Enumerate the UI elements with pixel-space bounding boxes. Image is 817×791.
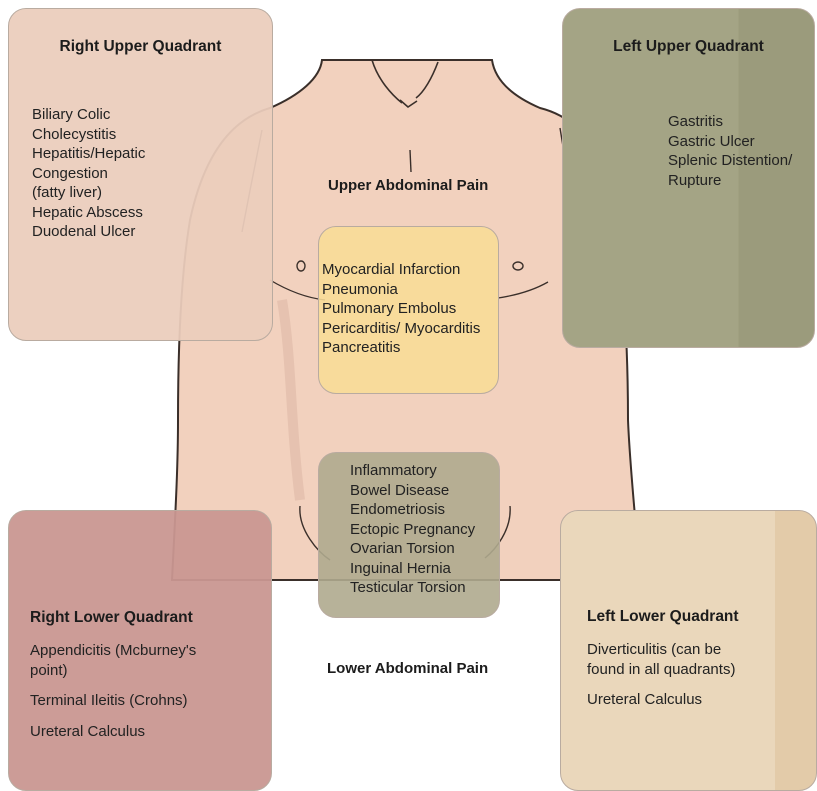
right-upper-quadrant-box: Right Upper Quadrant Biliary Colic Chole… [8,8,273,341]
list-item: Appendicitis (Mcburney's point) [30,641,196,680]
list-item: Pericarditis/ Myocarditis [322,319,480,339]
right-lower-quadrant-title: Right Lower Quadrant [30,609,193,627]
left-upper-quadrant-title: Left Upper Quadrant [563,38,814,56]
list-item: Endometriosis [350,500,475,520]
list-item: Gastritis [668,112,792,132]
list-item: Cholecystitis [32,125,145,145]
list-item: Diverticulitis (can be found in all quad… [587,640,735,679]
list-item: Ectopic Pregnancy [350,520,475,540]
upper-abdominal-pain-label: Upper Abdominal Pain [328,177,488,194]
list-item: Hepatic Abscess [32,203,145,223]
list-item: Pulmonary Embolus [322,299,480,319]
upper-abdominal-pain-list: Myocardial Infarction Pneumonia Pulmonar… [322,260,480,358]
list-item: (fatty liver) [32,183,145,203]
left-lower-quadrant-box: Left Lower Quadrant Diverticulitis (can … [560,510,817,791]
right-upper-quadrant-title: Right Upper Quadrant [9,38,272,56]
right-lower-quadrant-box: Right Lower Quadrant Appendicitis (Mcbur… [8,510,272,791]
list-item: Duodenal Ulcer [32,222,145,242]
left-lower-quadrant-title: Left Lower Quadrant [587,608,739,626]
list-item: Congestion [32,164,145,184]
list-item: Ovarian Torsion [350,539,475,559]
list-item: Splenic Distention/ [668,151,792,171]
list-item: Gastric Ulcer [668,132,792,152]
lower-abdominal-pain-label: Lower Abdominal Pain [327,660,488,677]
lower-abdominal-pain-box: Inflammatory Bowel Disease Endometriosis… [318,452,500,618]
left-upper-quadrant-list: Gastritis Gastric Ulcer Splenic Distenti… [668,112,792,190]
left-lower-quadrant-list: Diverticulitis (can be found in all quad… [587,640,735,721]
list-item: Pancreatitis [322,338,480,358]
right-lower-quadrant-list: Appendicitis (Mcburney's point) Terminal… [30,641,196,752]
list-item: Testicular Torsion [350,578,475,598]
list-item: Pneumonia [322,280,480,300]
list-item: Ureteral Calculus [587,690,735,710]
right-upper-quadrant-list: Biliary Colic Cholecystitis Hepatitis/He… [32,105,145,242]
left-upper-quadrant-box: Left Upper Quadrant Gastritis Gastric Ul… [562,8,815,348]
list-item: Inguinal Hernia [350,559,475,579]
list-item: Bowel Disease [350,481,475,501]
upper-abdominal-pain-box: Myocardial Infarction Pneumonia Pulmonar… [318,226,499,394]
list-item: Inflammatory [350,461,475,481]
list-item: Rupture [668,171,792,191]
list-item: Myocardial Infarction [322,260,480,280]
list-item: Terminal Ileitis (Crohns) [30,691,196,711]
list-item: Ureteral Calculus [30,722,196,742]
list-item: Biliary Colic [32,105,145,125]
lower-abdominal-pain-list: Inflammatory Bowel Disease Endometriosis… [350,461,475,598]
list-item: Hepatitis/Hepatic [32,144,145,164]
sternum-line [410,150,411,172]
